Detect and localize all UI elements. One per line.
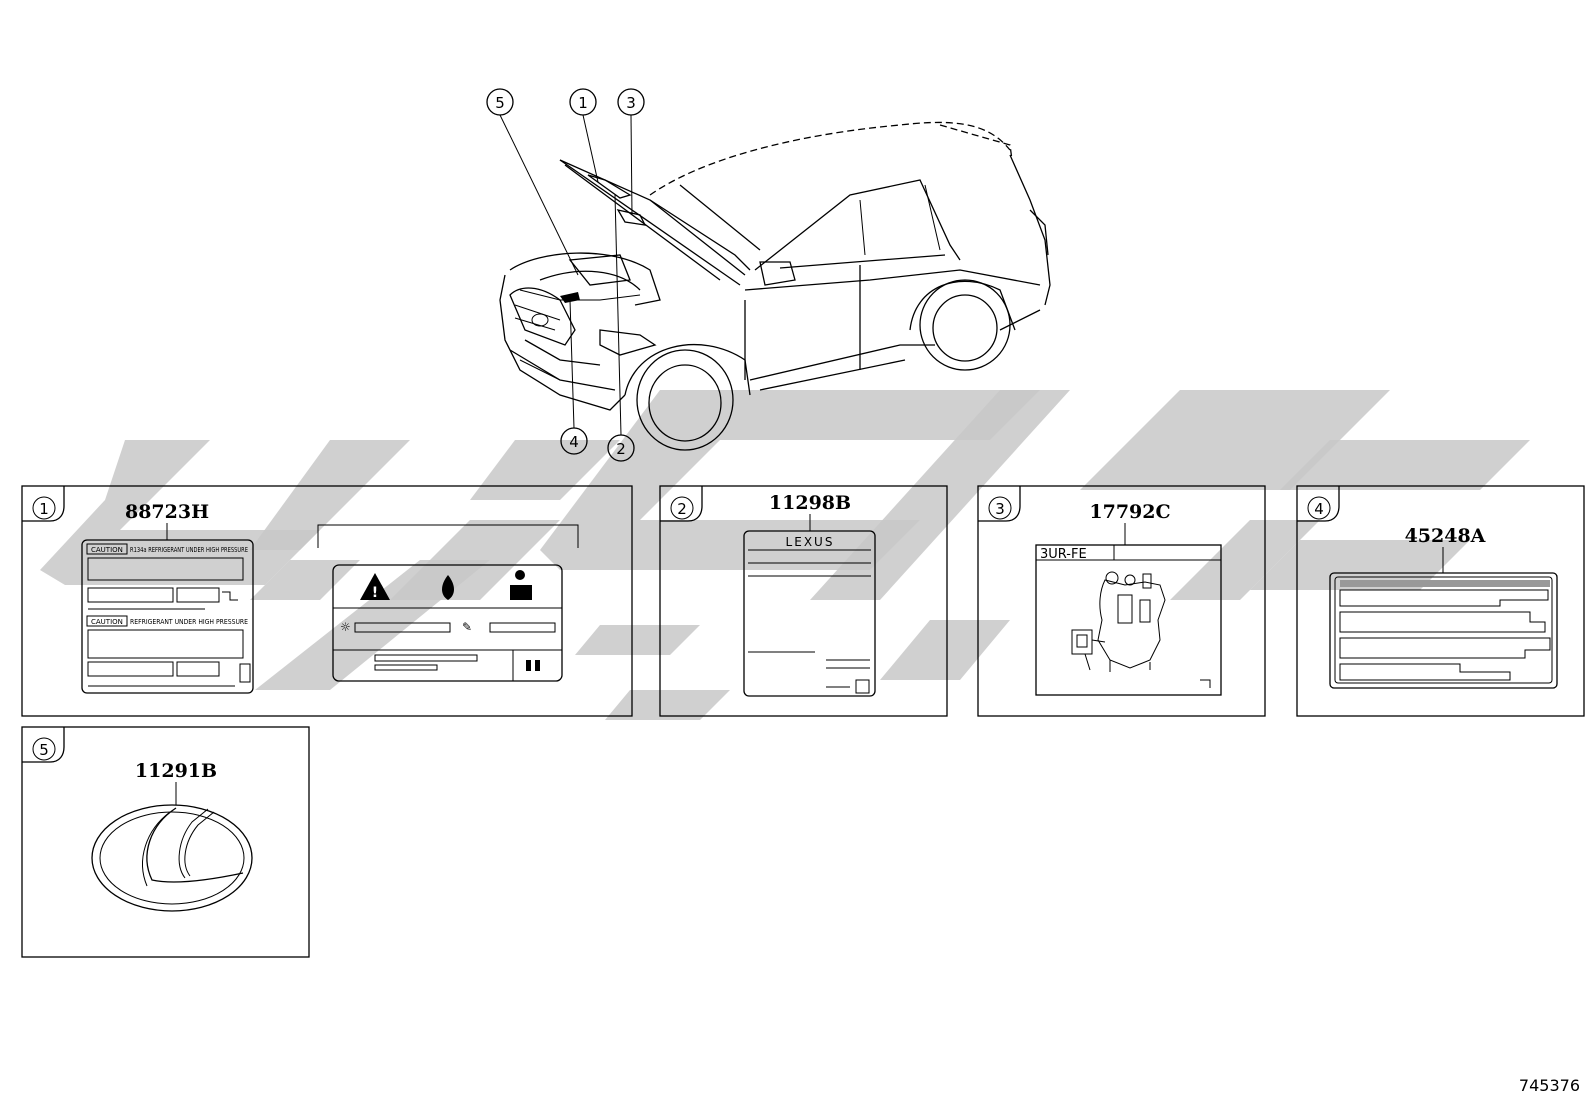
panel-2: 2 11298B LEXUS	[659, 485, 948, 717]
panel-1-index: 1	[39, 500, 49, 518]
svg-text:☼: ☼	[340, 620, 351, 634]
panel-4-index: 4	[1314, 500, 1324, 518]
caution-1-text: R134a REFRIGERANT UNDER HIGH PRESSURE	[130, 546, 248, 554]
panel-2-part-number: 11298B	[769, 492, 851, 514]
figure-id: 745376	[1519, 1076, 1580, 1095]
panel-3: 3 17792C 3UR-FE	[977, 485, 1266, 717]
callout-4: 4	[569, 433, 579, 451]
svg-text:✎: ✎	[462, 620, 472, 634]
lexus-text: LEXUS	[786, 535, 835, 549]
watermark	[40, 390, 1530, 720]
panel-1: 1 88723H CAUTION R134a REFRIGERANT UNDER…	[21, 485, 633, 717]
panel-5-part-number: 11291B	[135, 760, 217, 782]
panel-1-part-number: 88723H	[125, 501, 209, 523]
callout-3: 3	[626, 94, 636, 112]
panel-5-index: 5	[39, 741, 49, 759]
callout-5: 5	[495, 94, 505, 112]
panel-5: 5 11291B	[21, 726, 310, 958]
vehicle-illustration	[499, 121, 1051, 451]
panel-3-part-number: 17792C	[1089, 501, 1170, 523]
caution-1-label: CAUTION	[91, 546, 123, 554]
caution-2-label: CAUTION	[91, 618, 123, 626]
panel-2-index: 2	[677, 500, 687, 518]
callout-2: 2	[616, 440, 626, 458]
caution-2-text: REFRIGERANT UNDER HIGH PRESSURE	[130, 618, 248, 626]
callouts: 5 1 3 4 2	[486, 88, 645, 462]
panel-4: 4 45248A	[1296, 485, 1585, 717]
panel-3-index: 3	[995, 500, 1005, 518]
svg-text:!: !	[372, 585, 378, 601]
callout-1: 1	[578, 94, 588, 112]
panel-4-part-number: 45248A	[1405, 525, 1486, 547]
engine-code-text: 3UR-FE	[1040, 547, 1087, 562]
